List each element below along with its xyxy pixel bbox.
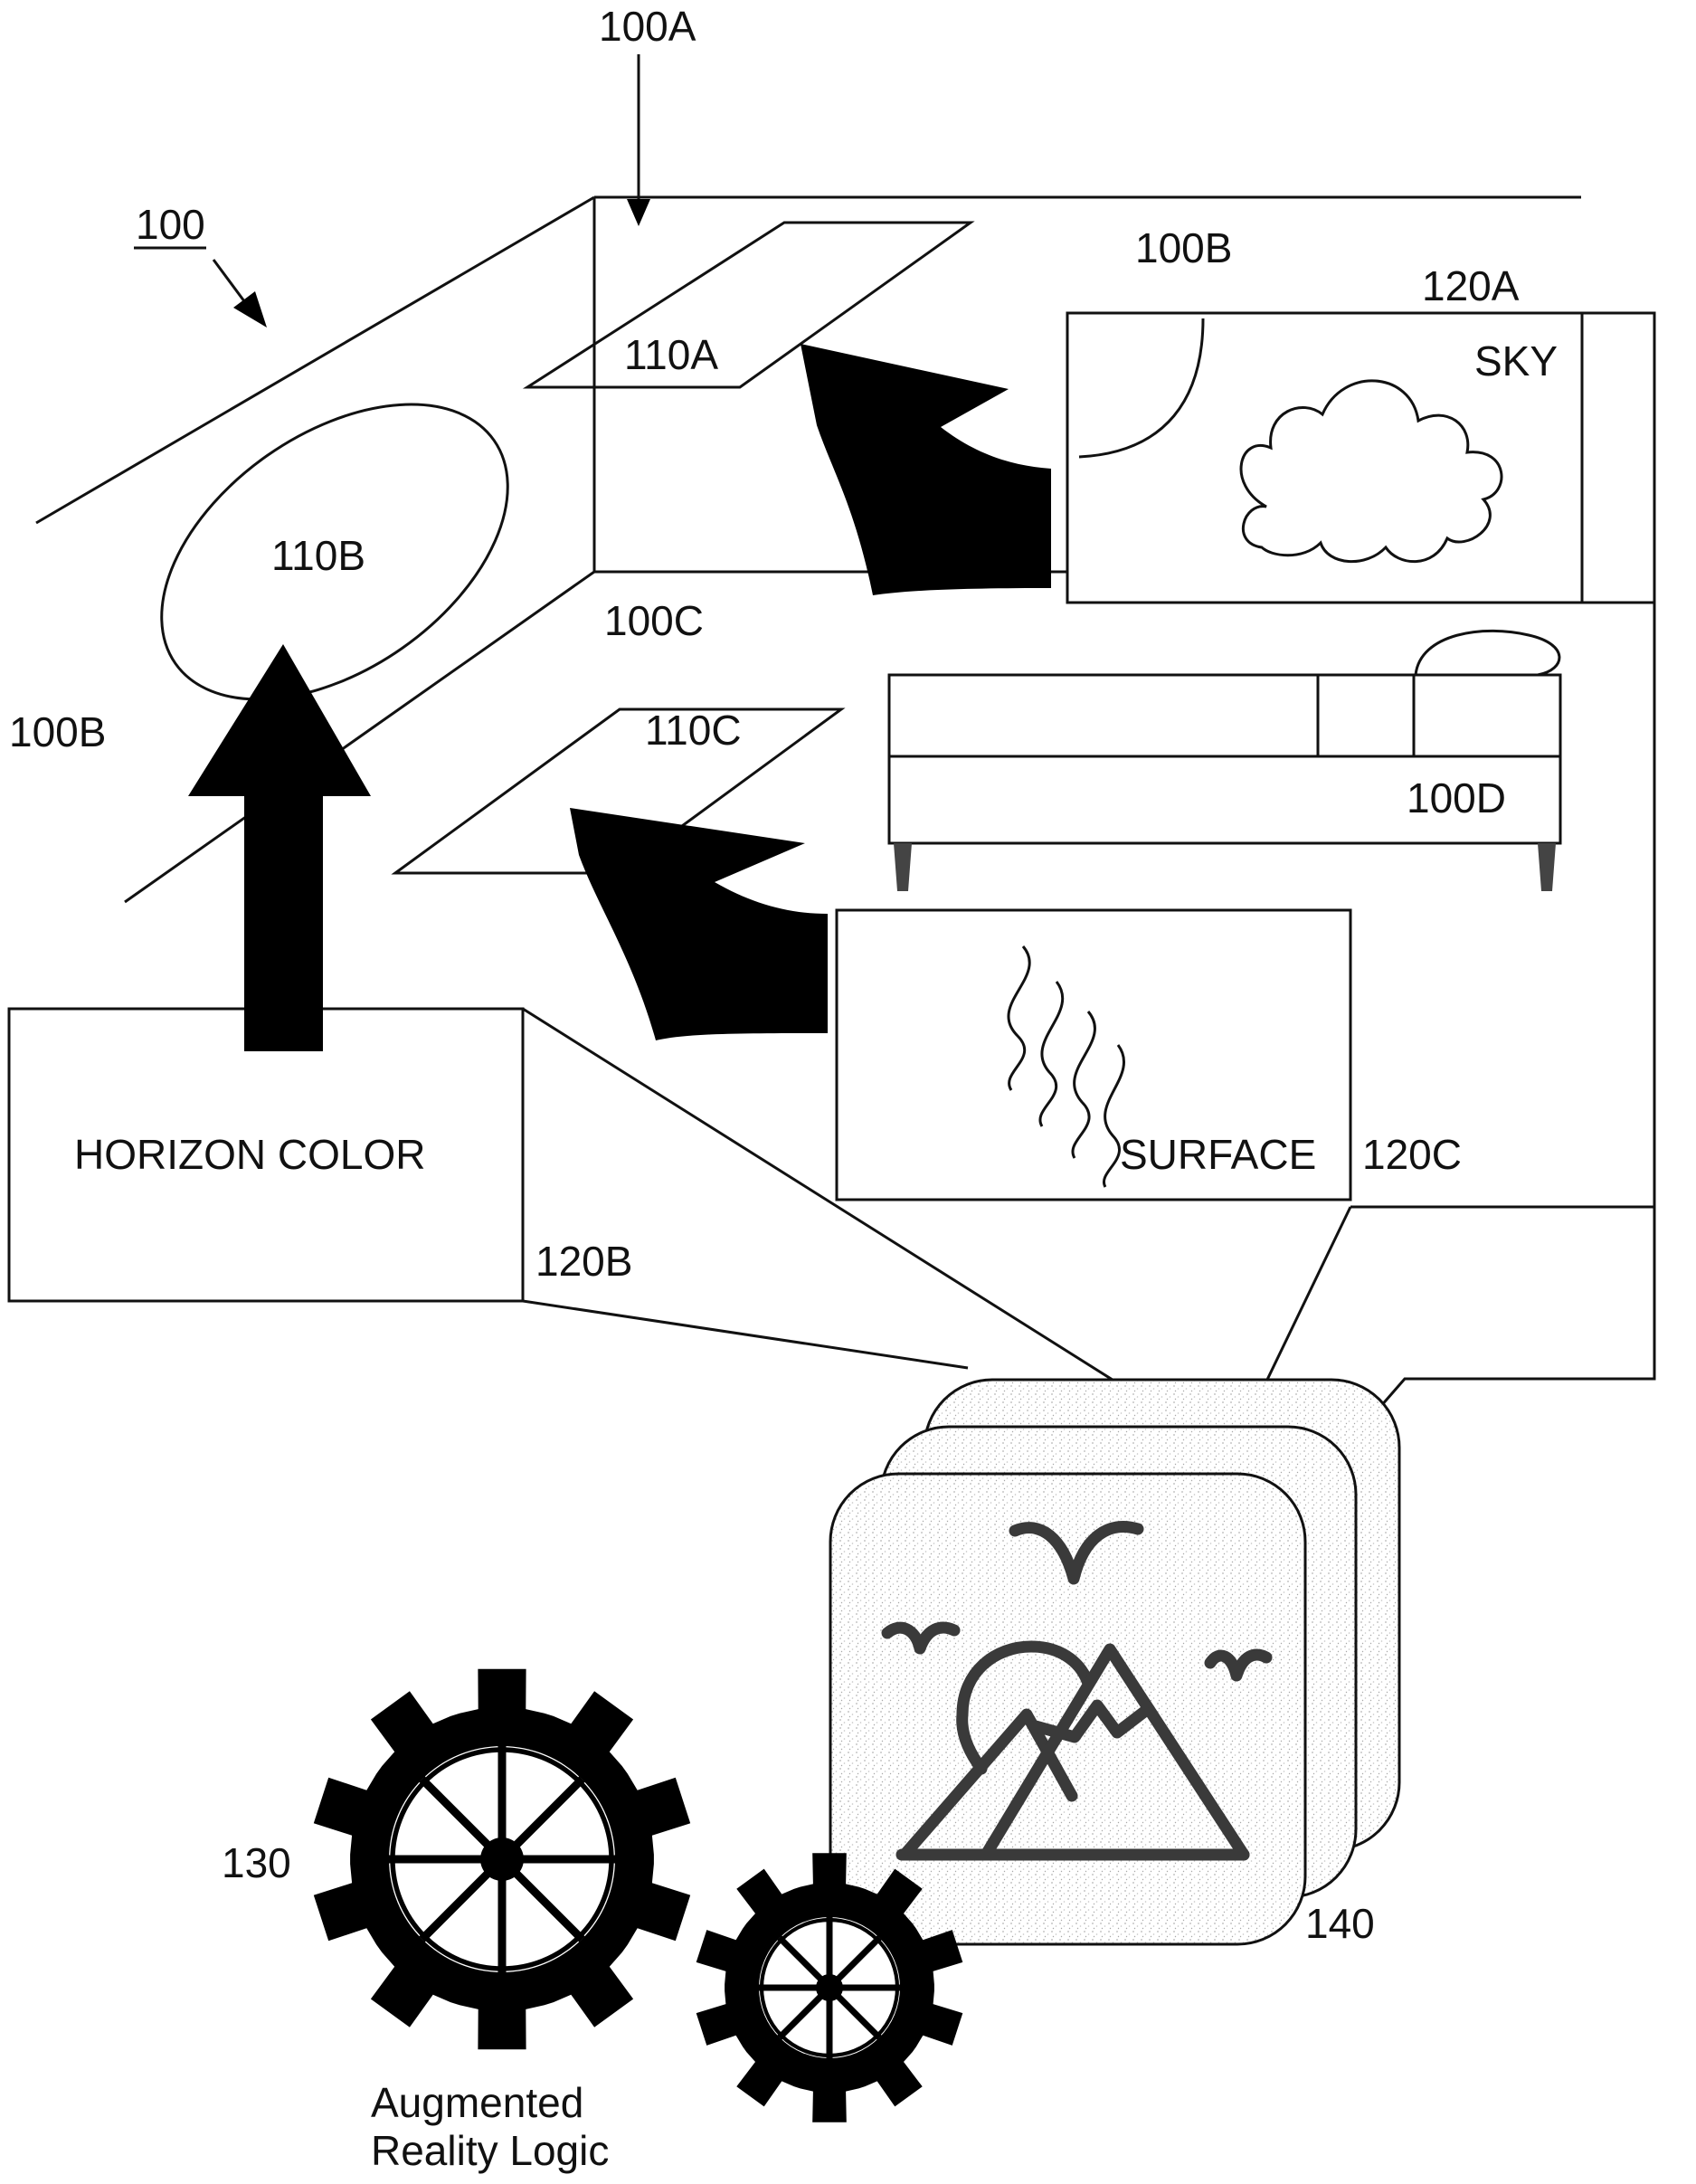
sky-panel-frame bbox=[1066, 311, 1584, 604]
horizon-panel-120b: HORIZON COLOR 120B bbox=[7, 1007, 632, 1303]
gear-small-icon bbox=[696, 1853, 963, 2122]
horizon-to-wall-arrow bbox=[188, 644, 371, 1051]
bed-100d: 100D bbox=[887, 629, 1562, 891]
region-110a: 110A bbox=[522, 221, 975, 389]
region-110c-label: 110C bbox=[645, 707, 742, 754]
ref-120b: 120B bbox=[535, 1238, 632, 1285]
bed-mattress bbox=[887, 673, 1562, 758]
room-outline bbox=[35, 195, 1581, 904]
region-110a-label: 110A bbox=[624, 331, 718, 378]
sky-panel-120a: SKY 120A bbox=[1066, 262, 1584, 604]
mountain-icon-left bbox=[898, 1708, 1078, 1861]
connector-surface bbox=[1265, 1206, 1352, 1382]
region-110c: 110C bbox=[391, 707, 846, 875]
connector-horizon-top bbox=[522, 1007, 1116, 1383]
logic-caption-line1: Augmented bbox=[371, 2079, 583, 2126]
region-110b-label: 110B bbox=[271, 532, 365, 579]
ref-100a-arrowhead bbox=[627, 199, 650, 226]
gearSmall-hub bbox=[816, 1974, 843, 2001]
surface-panel-frame bbox=[835, 908, 1352, 1201]
sky-to-ceiling-arrow bbox=[801, 344, 1051, 595]
surface-panel-120c: SURFACE 120C bbox=[835, 908, 1462, 1201]
ref-100a-text: 100A bbox=[599, 3, 696, 50]
ref-120c: 120C bbox=[1362, 1131, 1462, 1178]
bed-leg-left bbox=[894, 843, 912, 891]
flow-arrows bbox=[188, 344, 1051, 1051]
ref-100b-right: 100B bbox=[1135, 224, 1232, 271]
bird-icon-top bbox=[1009, 1521, 1144, 1585]
reference-100a: 100A bbox=[599, 3, 696, 226]
ref-100b-left: 100B bbox=[9, 708, 106, 755]
ceiling-left-edge bbox=[35, 195, 595, 525]
bed-leg-right bbox=[1538, 843, 1556, 891]
surface-label: SURFACE bbox=[1120, 1131, 1316, 1178]
gear-large-icon bbox=[313, 1668, 691, 2050]
gearLarge-hub bbox=[480, 1837, 524, 1881]
surface-waves-icon bbox=[1007, 945, 1125, 1188]
floor-left-edge bbox=[124, 570, 595, 904]
surface-to-floor-arrow bbox=[570, 808, 828, 1040]
image-stack-140: 140 bbox=[829, 1378, 1401, 1947]
sun-arc-icon bbox=[1078, 318, 1205, 459]
ref-100d: 100D bbox=[1407, 774, 1506, 821]
snow-cap-icon bbox=[1029, 1699, 1151, 1743]
ref-100-arrow-shaft bbox=[212, 259, 249, 306]
logic-caption-line2: Reality Logic bbox=[371, 2127, 609, 2174]
bird-icon-right bbox=[1204, 1648, 1273, 1682]
bed-base bbox=[887, 755, 1562, 845]
region-110c-shape bbox=[391, 707, 846, 875]
cloud-icon bbox=[1239, 379, 1503, 564]
sun-icon bbox=[956, 1640, 1094, 1721]
reference-100: 100 bbox=[134, 201, 267, 328]
ref-100-text: 100 bbox=[136, 201, 205, 248]
region-110b-shape bbox=[160, 403, 509, 701]
sky-label: SKY bbox=[1474, 337, 1558, 385]
mountain-icon-right bbox=[980, 1643, 1250, 1861]
ref-140: 140 bbox=[1305, 1900, 1375, 1947]
ref-100c: 100C bbox=[604, 597, 704, 644]
ref-100-arrowhead bbox=[233, 291, 267, 328]
horizon-label: HORIZON COLOR bbox=[74, 1131, 425, 1178]
connector-lines bbox=[522, 311, 1656, 1408]
region-110a-shape bbox=[522, 221, 975, 389]
landscape-icon bbox=[881, 1521, 1273, 1861]
region-110b: 110B bbox=[160, 403, 509, 701]
ref-130: 130 bbox=[222, 1839, 291, 1886]
bed-pillow bbox=[1414, 629, 1561, 677]
connector-sky bbox=[1379, 311, 1656, 1408]
bird-icon-left bbox=[881, 1621, 961, 1655]
ref-120a: 120A bbox=[1422, 262, 1520, 309]
connector-horizon-bottom bbox=[522, 1299, 969, 1370]
